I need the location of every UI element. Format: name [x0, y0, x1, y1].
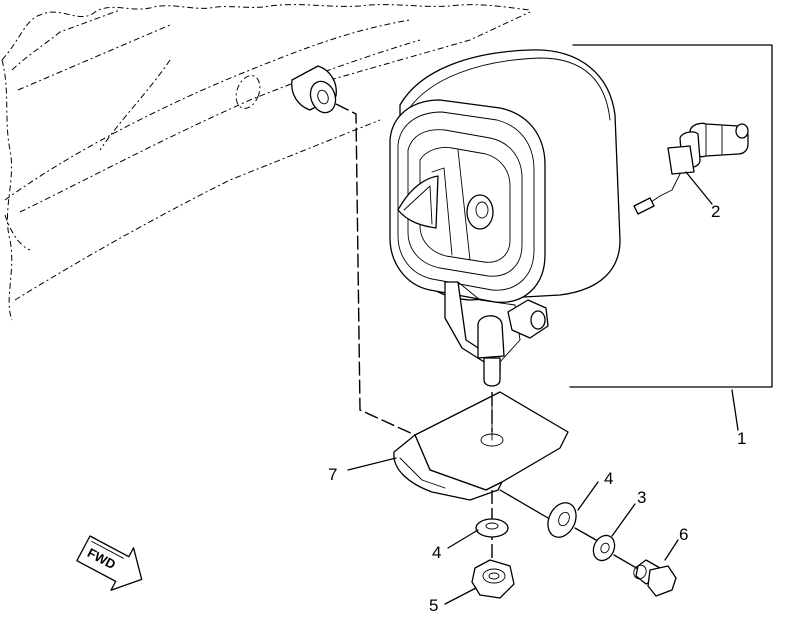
mounting-bracket: [393, 391, 569, 501]
callout-4-bottom: 4: [432, 543, 441, 562]
fwd-arrow-icon: FWD: [76, 535, 143, 591]
callout-7: 7: [328, 465, 337, 484]
leader-lines: [347, 171, 739, 605]
work-lamp: [389, 49, 621, 387]
washer-side: [547, 502, 577, 538]
lock-nut: [471, 559, 515, 599]
callout-3: 3: [637, 488, 646, 507]
mounting-path-line: [335, 103, 416, 436]
spacer-bushing: [291, 65, 337, 114]
lock-washer: [592, 534, 616, 562]
machine-frame: [1, 4, 531, 321]
washer-bottom: [475, 518, 509, 538]
callout-labels: 1 2 3 4 4 5 6 7: [328, 202, 746, 615]
callout-1: 1: [737, 429, 746, 448]
callout-5: 5: [429, 596, 438, 615]
assembly-boundary: [569, 44, 773, 388]
callout-2: 2: [711, 202, 720, 221]
callout-6: 6: [679, 525, 688, 544]
bulb: [633, 122, 749, 215]
hex-bolt: [633, 559, 677, 597]
callout-4-side: 4: [604, 469, 613, 488]
